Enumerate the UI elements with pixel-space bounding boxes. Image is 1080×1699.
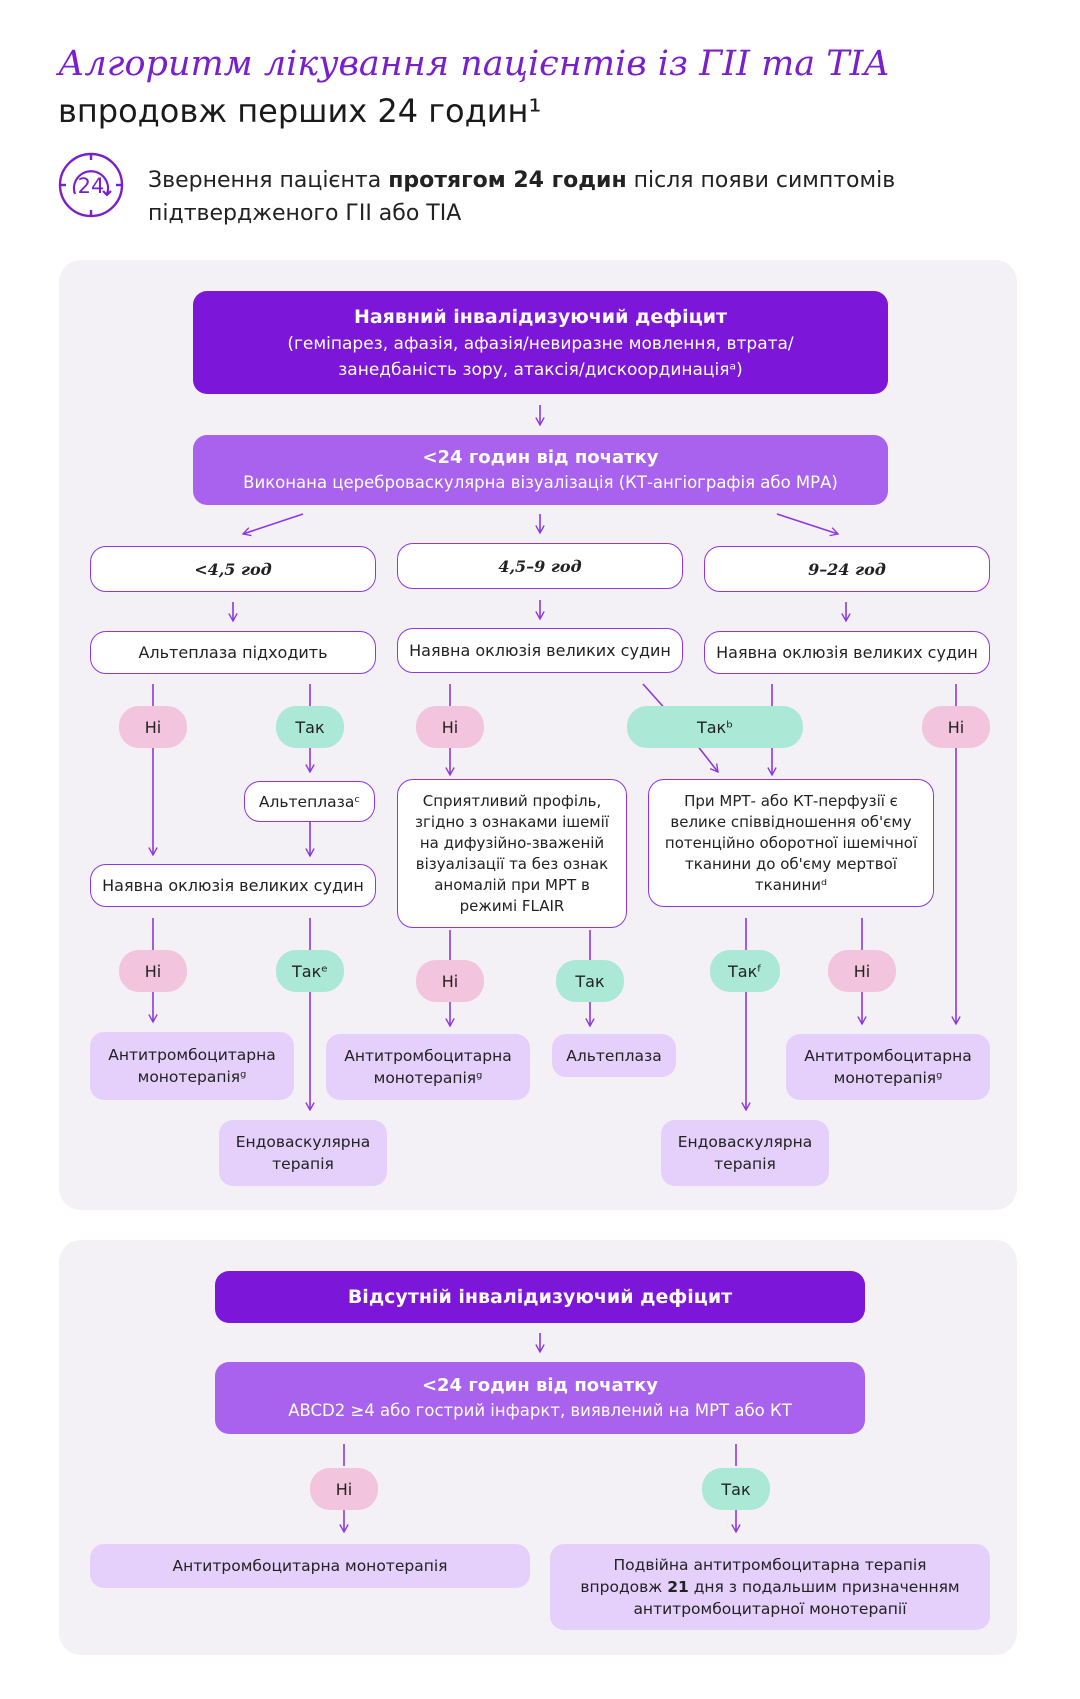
col1-antiplatelet-result: Антитромбоцитарна монотерапіяᵍ bbox=[90, 1032, 294, 1100]
clock-number: 24 bbox=[78, 174, 105, 198]
col2-lvo-question: Наявна оклюзія великих судин bbox=[397, 628, 683, 673]
col3-no-pill-2: Ні bbox=[828, 950, 896, 992]
intro-text: Звернення пацієнта протягом 24 годин піс… bbox=[148, 168, 896, 226]
col1-yes-pill-1: Так bbox=[276, 706, 344, 748]
col2-yes-pill-1: Такᵇ bbox=[627, 706, 803, 748]
col2-no-pill-1: Ні bbox=[416, 706, 484, 748]
onset-24h-box: <24 годин від початку Виконана цереброва… bbox=[193, 435, 888, 505]
col3-endovascular-result: Ендоваскулярна терапія bbox=[661, 1120, 829, 1186]
col2-no-pill-2: Ні bbox=[416, 960, 484, 1002]
col1-yes-pill-2: Такᵉ bbox=[276, 950, 344, 992]
window-4-5-to-9h: 4,5–9 год bbox=[397, 543, 683, 589]
col2-favorable-profile: Сприятливий профіль, згідно з ознаками і… bbox=[397, 779, 627, 928]
col1-alteplase-eligible: Альтеплаза підходить bbox=[90, 631, 376, 674]
col3-no-pill-1: Ні bbox=[922, 706, 990, 748]
col1-no-pill-2: Ні bbox=[119, 950, 187, 992]
col1-endovascular-result: Ендоваскулярна терапія bbox=[219, 1120, 387, 1186]
col1-no-pill-1: Ні bbox=[119, 706, 187, 748]
p2-onset-24h-box: <24 годин від початку ABCD2 ≥4 або гостр… bbox=[215, 1362, 865, 1434]
clock-24-icon: 24 bbox=[56, 150, 126, 220]
window-under-4-5h: <4,5 год bbox=[90, 546, 376, 592]
col2-yes-pill-2: Так bbox=[556, 960, 624, 1002]
col3-lvo-question: Наявна оклюзія великих судин bbox=[704, 631, 990, 674]
window-9-to-24h: 9–24 год bbox=[704, 546, 990, 592]
p2-yes-pill: Так bbox=[702, 1468, 770, 1510]
col1-alteplase-box: Альтеплазаᶜ bbox=[244, 781, 375, 822]
page-title: Алгоритм лікування пацієнтів із ГІІ та Т… bbox=[58, 44, 890, 84]
col3-yes-pill-2: Такᶠ bbox=[710, 950, 780, 992]
page-subtitle: впродовж перших 24 годин¹ bbox=[58, 92, 542, 130]
p2-no-pill: Ні bbox=[310, 1468, 378, 1510]
col3-perfusion-ratio: При МРТ- або КТ-перфузії є велике співві… bbox=[648, 779, 934, 907]
col1-lvo-question: Наявна оклюзія великих судин bbox=[90, 864, 376, 907]
col3-antiplatelet-result: Антитромбоцитарна монотерапіяᵍ bbox=[786, 1034, 990, 1100]
disabling-deficit-box: Наявний інвалідизуючий дефіцит (геміпаре… bbox=[193, 291, 888, 394]
p2-dual-antiplatelet-result: Подвійна антитромбоцитарна терапія впрод… bbox=[550, 1544, 990, 1630]
col2-alteplase-result: Альтеплаза bbox=[552, 1034, 676, 1077]
p2-antiplatelet-result: Антитромбоцитарна монотерапія bbox=[90, 1544, 530, 1588]
col2-antiplatelet-result: Антитромбоцитарна монотерапіяᵍ bbox=[326, 1034, 530, 1100]
no-disabling-deficit-box: Відсутній інвалідизуючий дефіцит bbox=[215, 1271, 865, 1323]
